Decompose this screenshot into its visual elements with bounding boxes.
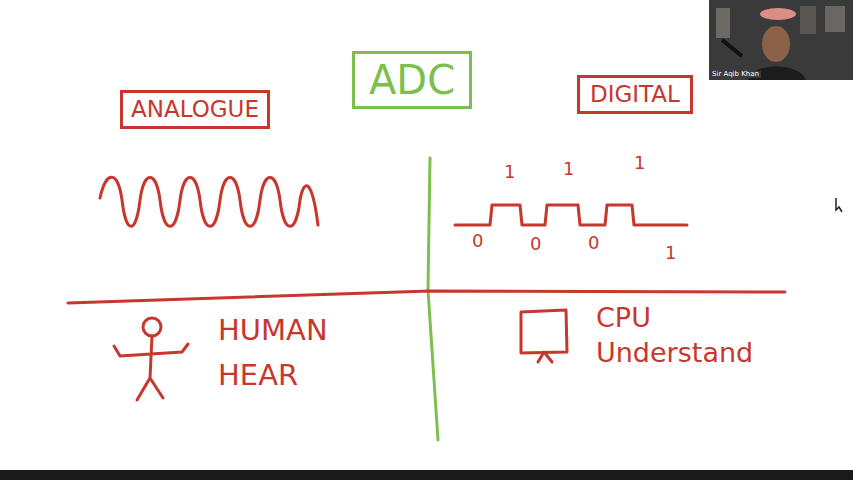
divider-line [428,158,438,440]
bit-value: 0 [472,232,483,250]
box-label: DIGITAL [590,82,680,107]
mouse-cursor [836,198,842,212]
bit-value: 1 [563,160,574,178]
wall-poster [716,8,730,38]
bit-value: 1 [504,163,515,181]
monitor-icon [521,310,567,362]
divider-line [68,291,785,303]
label-box: ANALOGUE [120,90,270,129]
label-box: DIGITAL [577,75,693,114]
box-label: ANALOGUE [131,97,259,122]
wall-poster [825,6,845,32]
analogue-wave [100,177,318,226]
webcam-frame [709,0,853,80]
digital-wave [455,205,687,225]
note-text: HUMAN HEAR [218,308,348,398]
wall-poster [800,6,816,34]
bit-value: 0 [530,235,541,253]
title-box: ADC [352,51,472,109]
bit-value: 1 [634,154,645,172]
presenter-head [762,26,790,62]
webcam-name: Sir Aqib Khan [710,71,761,78]
bit-value: 1 [665,244,676,262]
box-label: ADC [369,58,455,102]
note-text: CPU Understand [596,300,766,370]
bottom-bar [0,470,853,480]
stick-figure [114,318,188,400]
bit-value: 0 [588,234,599,252]
microphone [722,40,742,56]
neon-sign [760,8,796,20]
